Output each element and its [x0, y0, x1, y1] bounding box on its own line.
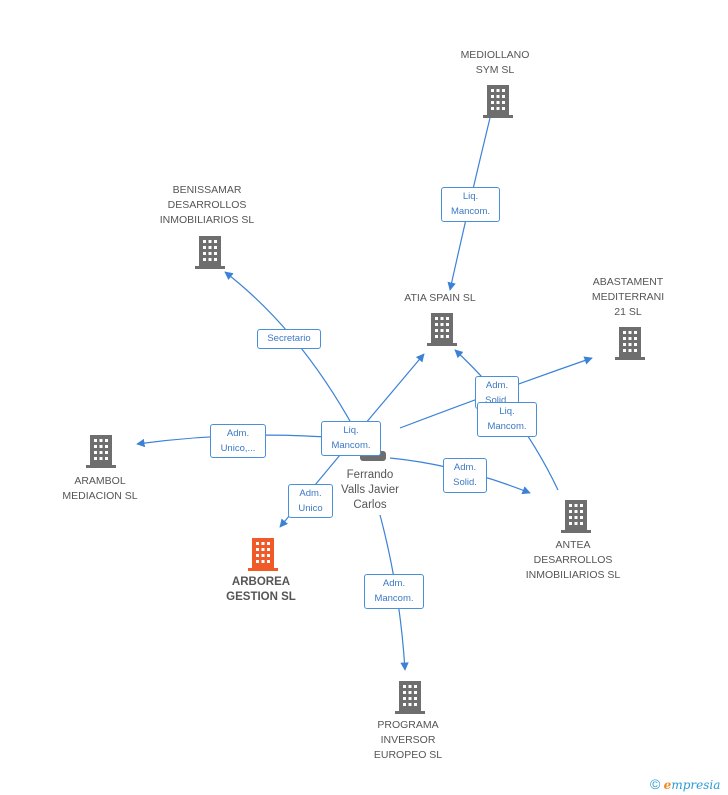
building-icon-abastament[interactable]	[615, 327, 645, 360]
building-icon-mediollano[interactable]	[483, 85, 513, 118]
building-icon-arborea[interactable]	[248, 538, 278, 571]
edge-label-adm-unico-left: Adm. Unico,...	[210, 424, 266, 458]
edge-label-liq-mancom-right: Liq. Mancom.	[477, 402, 537, 437]
building-icon-programa[interactable]	[395, 681, 425, 714]
building-icon-arambol[interactable]	[86, 435, 116, 468]
node-label-abastament[interactable]: ABASTAMENT MEDITERRANI 21 SL	[591, 276, 665, 318]
edge-person-benissamar	[224, 271, 356, 431]
edge-label-adm-mancom-bottom: Adm. Mancom.	[364, 574, 424, 609]
node-label-programa[interactable]: PROGRAMA INVERSOR EUROPEO SL	[373, 719, 443, 761]
node-label-arambol[interactable]: ARAMBOL MEDIACION SL	[62, 475, 138, 502]
node-label-mediollano[interactable]: MEDIOLLANO SYM SL	[460, 49, 530, 76]
brand-logo[interactable]: empresia	[663, 778, 721, 792]
node-label-benissamar[interactable]: BENISSAMAR DESARROLLOS INMOBILIARIOS SL	[159, 184, 255, 226]
copyright-icon: ©	[650, 776, 661, 792]
edge-label-liq-mancom-center: Liq. Mancom.	[321, 421, 381, 456]
edge-label-adm-unico-arborea: Adm. Unico	[288, 484, 333, 518]
building-icon-atia[interactable]	[427, 313, 457, 346]
building-icon-benissamar[interactable]	[195, 236, 225, 269]
edge-label-secretario: Secretario	[257, 329, 321, 349]
edge-label-liq-mancom-top: Liq. Mancom.	[441, 187, 500, 222]
copyright-notice: © empresia	[650, 776, 720, 792]
node-label-arborea[interactable]: ARBOREA GESTION SL	[226, 576, 296, 603]
building-icon-antea[interactable]	[561, 500, 591, 533]
node-label-person[interactable]: Ferrando Valls Javier Carlos	[341, 469, 399, 511]
node-label-antea[interactable]: ANTEA DESARROLLOS INMOBILIARIOS SL	[525, 539, 621, 581]
node-label-atia[interactable]: ATIA SPAIN SL	[404, 292, 476, 304]
edge-person-atia	[364, 353, 425, 425]
edge-label-adm-solid-2: Adm. Solid.	[443, 458, 487, 493]
